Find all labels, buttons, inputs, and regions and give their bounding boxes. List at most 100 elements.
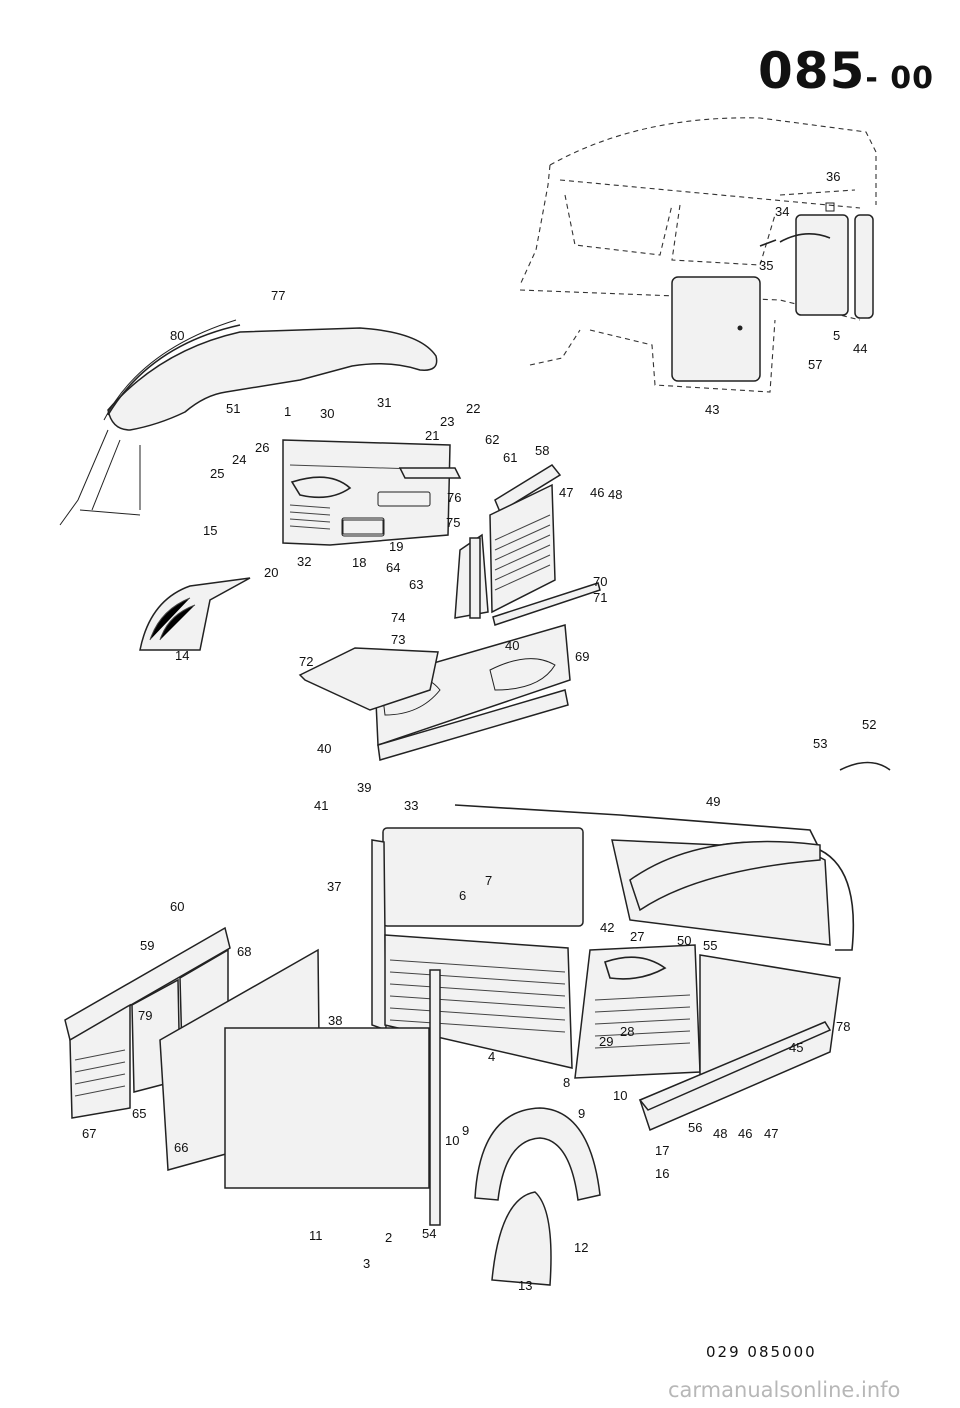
callout-8: 8	[563, 1075, 570, 1090]
callout-27: 27	[630, 929, 644, 944]
callout-10: 10	[445, 1133, 459, 1148]
callout-40: 40	[317, 741, 331, 756]
callout-14: 14	[175, 648, 189, 663]
callout-24: 24	[232, 452, 246, 467]
callout-19: 19	[389, 539, 403, 554]
callout-47: 47	[559, 485, 573, 500]
callout-32: 32	[297, 554, 311, 569]
callout-3: 3	[363, 1256, 370, 1271]
callout-13: 13	[518, 1278, 532, 1293]
callout-68: 68	[237, 944, 251, 959]
callout-67: 67	[82, 1126, 96, 1141]
callout-77: 77	[271, 288, 285, 303]
callout-50: 50	[677, 933, 691, 948]
callout-20: 20	[264, 565, 278, 580]
callout-45: 45	[789, 1040, 803, 1055]
callout-58: 58	[535, 443, 549, 458]
callout-80: 80	[170, 328, 184, 343]
side-trim-56	[638, 954, 841, 1132]
callout-47: 47	[764, 1126, 778, 1141]
callout-26: 26	[255, 440, 269, 455]
callout-76: 76	[447, 490, 461, 505]
callout-22: 22	[466, 401, 480, 416]
callout-44: 44	[853, 341, 867, 356]
callout-1: 1	[284, 404, 291, 419]
callout-52: 52	[862, 717, 876, 732]
side-panel-assembly-67	[64, 926, 231, 1119]
trim-strip-70	[492, 582, 601, 626]
callout-6: 6	[459, 888, 466, 903]
rear-quarter-trim-panel	[795, 214, 874, 319]
callout-25: 25	[210, 466, 224, 481]
door-trim-panel-1	[282, 439, 451, 546]
callout-16: 16	[655, 1166, 669, 1181]
callout-57: 57	[808, 357, 822, 372]
callout-37: 37	[327, 879, 341, 894]
callout-48: 48	[608, 487, 622, 502]
rear-corner-panel-8	[574, 944, 701, 1079]
callout-69: 69	[575, 649, 589, 664]
callout-4: 4	[488, 1049, 495, 1064]
wheel-arch-liner-13	[491, 1191, 552, 1286]
callout-70: 70	[593, 574, 607, 589]
callout-10: 10	[613, 1088, 627, 1103]
callout-48: 48	[713, 1126, 727, 1141]
callout-73: 73	[391, 632, 405, 647]
callout-71: 71	[593, 590, 607, 605]
rear-partition-panel-33	[371, 827, 584, 1032]
rear-door-trim-panel	[454, 483, 556, 619]
callout-42: 42	[600, 920, 614, 935]
callout-75: 75	[446, 515, 460, 530]
callout-35: 35	[759, 258, 773, 273]
callout-34: 34	[775, 204, 789, 219]
callout-53: 53	[813, 736, 827, 751]
page-suffix: - 00	[865, 61, 935, 96]
callout-54: 54	[422, 1226, 436, 1241]
callout-64: 64	[386, 560, 400, 575]
callout-18: 18	[352, 555, 366, 570]
watermark-text: carmanualsonline.info	[668, 1378, 901, 1402]
callout-9: 9	[578, 1106, 585, 1121]
callout-30: 30	[320, 406, 334, 421]
side-panel-69	[298, 624, 571, 761]
callout-41: 41	[314, 798, 328, 813]
callout-21: 21	[425, 428, 439, 443]
grab-handle-52	[839, 761, 891, 771]
floor-panel-11	[224, 969, 441, 1226]
callout-46: 46	[738, 1126, 752, 1141]
callout-17: 17	[655, 1143, 669, 1158]
callout-74: 74	[391, 610, 405, 625]
callout-46: 46	[590, 485, 604, 500]
callout-66: 66	[174, 1140, 188, 1155]
callout-33: 33	[404, 798, 418, 813]
callout-23: 23	[440, 414, 454, 429]
callout-15: 15	[203, 523, 217, 538]
page-code: 085- 00	[758, 42, 935, 100]
callout-29: 29	[599, 1034, 613, 1049]
callout-36: 36	[826, 169, 840, 184]
wheel-arch-12	[474, 1107, 601, 1201]
callout-72: 72	[299, 654, 313, 669]
rear-window-frame-49	[454, 804, 855, 951]
side-trim-panel-43	[671, 276, 761, 382]
armrest-58	[398, 464, 562, 514]
callout-5: 5	[833, 328, 840, 343]
callout-31: 31	[377, 395, 391, 410]
callout-39: 39	[357, 780, 371, 795]
callout-11: 11	[309, 1228, 323, 1243]
callout-49: 49	[706, 794, 720, 809]
callout-55: 55	[703, 938, 717, 953]
callout-2: 2	[385, 1230, 392, 1245]
callout-61: 61	[503, 450, 517, 465]
callout-63: 63	[409, 577, 423, 592]
callout-62: 62	[485, 432, 499, 447]
callout-60: 60	[170, 899, 184, 914]
callout-43: 43	[705, 402, 719, 417]
callout-51: 51	[226, 401, 240, 416]
drawing-number: 029 085000	[706, 1343, 817, 1361]
callout-79: 79	[138, 1008, 152, 1023]
callout-9: 9	[462, 1123, 469, 1138]
speaker-grille-18	[342, 519, 384, 535]
